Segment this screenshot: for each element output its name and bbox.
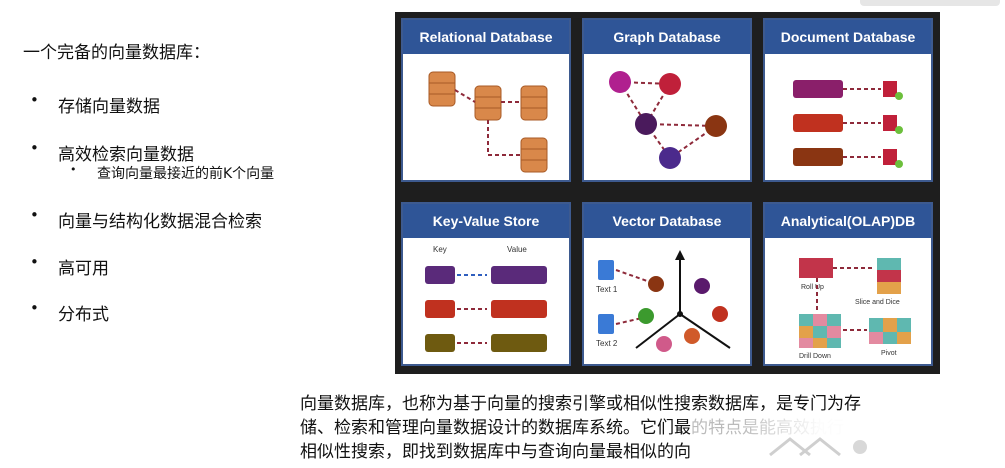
bullet-dot: • [30,206,39,224]
card-title: Document Database [765,20,931,54]
bullet-label: 向量与结构化数据混合检索 [58,212,262,232]
database-types-figure: Relational Database Graph Database [395,12,940,374]
bullet-dot: • [70,163,77,176]
card-title: Analytical(OLAP)DB [765,204,931,238]
caption-line: 相似性搜索，即找到数据库中与查询向量最相似的向 [300,442,691,462]
sub-bullet-label: 查询向量最接近的前K个向量 [97,166,275,182]
olap-slice-label: Slice and Dice [855,299,900,306]
caption-line: 向量数据库，也称为基于向量的搜索引擎或相似性搜索数据库，是专门为存 [300,394,861,414]
relational-tables-diagram [428,71,548,173]
watermark-fade [740,412,1005,468]
card-title: Key-Value Store [403,204,569,238]
bullet-dot: • [30,253,39,271]
card-graph-database: Graph Database [582,18,752,182]
caption-line-text: 储、检索和管理向量数据设计的数据库系统。它们最 [300,418,691,438]
bullet-dot: • [30,299,39,317]
card-document-database: Document Database [763,18,933,182]
watermark-icon [769,437,867,457]
olap-rollup-label: Roll Up [801,284,824,291]
vector-text2-label: Text 2 [596,339,618,348]
left-text-area: 一个完备的向量数据库： • 存储向量数据 • 高效检索向量数据 • 查询向量最接… [0,0,380,468]
olap-drill-label: Drill Down [799,353,831,360]
vector-text1-label: Text 1 [596,285,618,294]
bullet-label: 高可用 [58,259,109,279]
card-vector-database: Vector Database Text 1 Text 2 [582,202,752,366]
card-title: Graph Database [584,20,750,54]
graph-nodes-diagram [609,71,727,169]
list-heading: 一个完备的向量数据库： [23,43,210,63]
card-title: Relational Database [403,20,569,54]
document-diagram [793,80,903,168]
bullet-label: 存储向量数据 [58,97,160,117]
olap-cubes-diagram: Roll Up Slice and Dice Drill Down Pivot [799,258,911,360]
key-value-diagram: Key Value [425,245,547,352]
bullet-dot: • [30,139,39,157]
caption-paragraph: 向量数据库，也称为基于向量的搜索引擎或相似性搜索数据库，是专门为存 储、检索和管… [300,392,960,464]
bullet-label: 高效检索向量数据 [58,145,194,165]
top-bar [860,0,1000,6]
olap-pivot-label: Pivot [881,350,897,357]
card-title: Vector Database [584,204,750,238]
bullet-label: 分布式 [58,305,109,325]
card-analytical-olap-db: Analytical(OLAP)DB Roll Up Slice and Dic… [763,202,933,366]
kv-value-label: Value [507,245,527,254]
card-key-value-store: Key-Value Store Key Value [401,202,571,366]
card-relational-database: Relational Database [401,18,571,182]
vector-space-diagram: Text 1 Text 2 [596,250,731,352]
bullet-dot: • [30,91,39,109]
kv-key-label: Key [433,245,447,254]
